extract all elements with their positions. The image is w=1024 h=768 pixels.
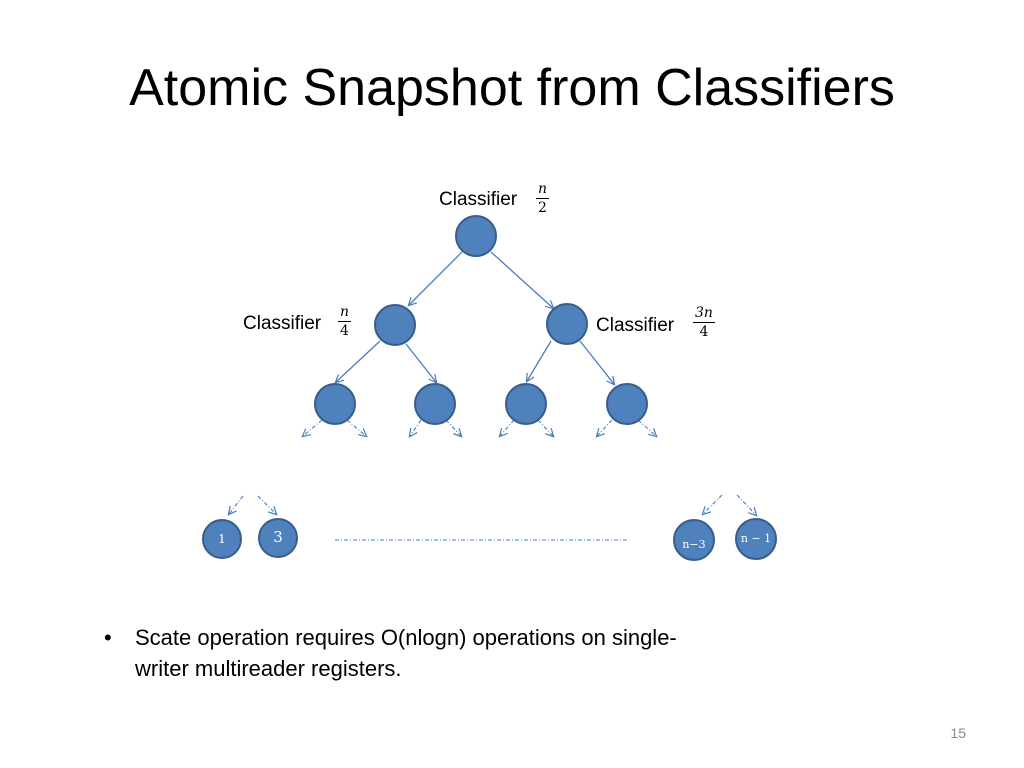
leaf-node-1 [202,519,242,559]
dash-edge [303,419,323,436]
level2-node [505,383,547,425]
dash-edge [257,495,276,514]
dash-edge [445,419,461,436]
leaf-node-n-3 [673,519,715,561]
left-classifier-label: Classifier [243,313,322,334]
level2-node [414,383,456,425]
fraction-numerator: n [340,304,350,320]
fraction-bar [536,198,550,199]
root-classifier-fraction: n 2 [536,181,550,216]
fraction-numerator: 3n [695,305,713,321]
left-node [374,304,416,346]
bullet-marker: • [104,625,112,650]
slide-number: 15 [950,725,966,741]
dash-edge [410,419,422,436]
edge-right-a [527,340,552,381]
left-classifier-fraction: n 4 [338,304,352,339]
right-classifier-fraction: 3n 4 [693,306,715,339]
root-classifier-label: Classifier [439,189,518,210]
fraction-denominator: 4 [340,323,349,339]
fraction-numerator: n [538,181,548,197]
leaf-label: 1 [218,532,226,546]
bullet-text: Scate operation requires O(nlogn) operat… [135,625,677,681]
edge-left-b [405,343,436,382]
right-classifier-label: Classifier [596,315,675,336]
leaf-label: n − 1 [740,532,772,545]
bullet-item: • Scate operation requires O(nlogn) oper… [104,622,695,684]
dash-edge [703,494,723,514]
right-node [546,303,588,345]
leaf-label: 3 [273,528,283,546]
fraction-bar [338,321,352,322]
fraction-denominator: 4 [699,324,709,340]
slide-title: Atomic Snapshot from Classifiers [129,59,895,117]
dashed-edges [229,419,756,541]
tree-edges [336,251,614,384]
root-node [455,215,497,257]
dash-edge [229,495,244,514]
tree-nodes [202,215,777,561]
edge-right-b [579,340,614,384]
fraction-bar [693,322,715,323]
bullet-list: • Scate operation requires O(nlogn) oper… [104,622,695,684]
dash-edge [597,419,613,436]
dash-edge [346,419,366,436]
leaf-node-n-1 [735,518,777,560]
dash-edge [500,419,515,436]
dash-edge [537,419,553,436]
level2-node [606,383,648,425]
leaf-label: n−3 [682,538,706,551]
edge-root-right [490,251,553,308]
edge-root-left [409,251,463,305]
level2-node [314,383,356,425]
edge-left-a [336,340,381,382]
fraction-denominator: 2 [538,200,547,216]
leaf-node-3 [258,518,298,558]
dash-edge [637,419,656,436]
dash-edge [736,494,756,515]
